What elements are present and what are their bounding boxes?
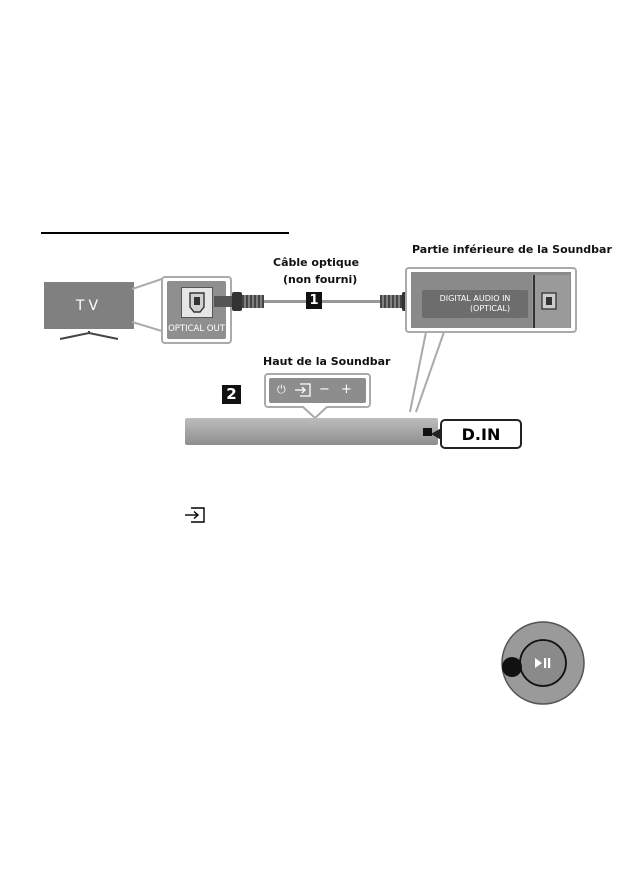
source-icon (185, 507, 205, 523)
section-divider (41, 232, 289, 234)
display-led (423, 428, 432, 436)
tv-screen: TV (44, 282, 134, 329)
volume-down-button[interactable]: − (319, 382, 330, 397)
remote-control-icon (501, 621, 585, 705)
step-1-badge: 1 (306, 292, 322, 309)
soundbar-body (185, 418, 438, 445)
cable-label: Câble optique (273, 256, 360, 269)
tv-stand-icon (59, 331, 119, 340)
volume-up-button[interactable]: + (341, 382, 352, 397)
soundbar-top-title: Haut de la Soundbar (263, 355, 391, 368)
tv-callout-lines (132, 278, 162, 332)
display-readout: D.IN (440, 419, 522, 449)
soundbar-top-panel: ⏻ − + (264, 373, 371, 408)
bottom-callout-lines (409, 331, 445, 413)
optical-port-icon (181, 287, 213, 318)
source-button-icon[interactable] (295, 383, 311, 397)
tv-label: TV (75, 298, 103, 314)
soundbar-bottom-panel: DIGITAL AUDIO IN (OPTICAL) (405, 267, 577, 333)
digital-audio-in-label: DIGITAL AUDIO IN (OPTICAL) (422, 290, 528, 318)
optical-cable (214, 292, 430, 311)
digital-audio-in-line2: (OPTICAL) (469, 304, 511, 313)
soundbar-bottom-title: Partie inférieure de la Soundbar (412, 243, 612, 256)
optical-out-label: OPTICAL OUT (168, 324, 225, 334)
digital-audio-in-line1: DIGITAL AUDIO IN (439, 294, 511, 303)
cable-note: (non fourni) (283, 273, 358, 286)
step-2-badge: 2 (222, 385, 241, 404)
power-icon[interactable]: ⏻ (277, 383, 286, 396)
tv-optical-panel: OPTICAL OUT (161, 276, 232, 344)
optical-in-port-icon (532, 275, 570, 328)
